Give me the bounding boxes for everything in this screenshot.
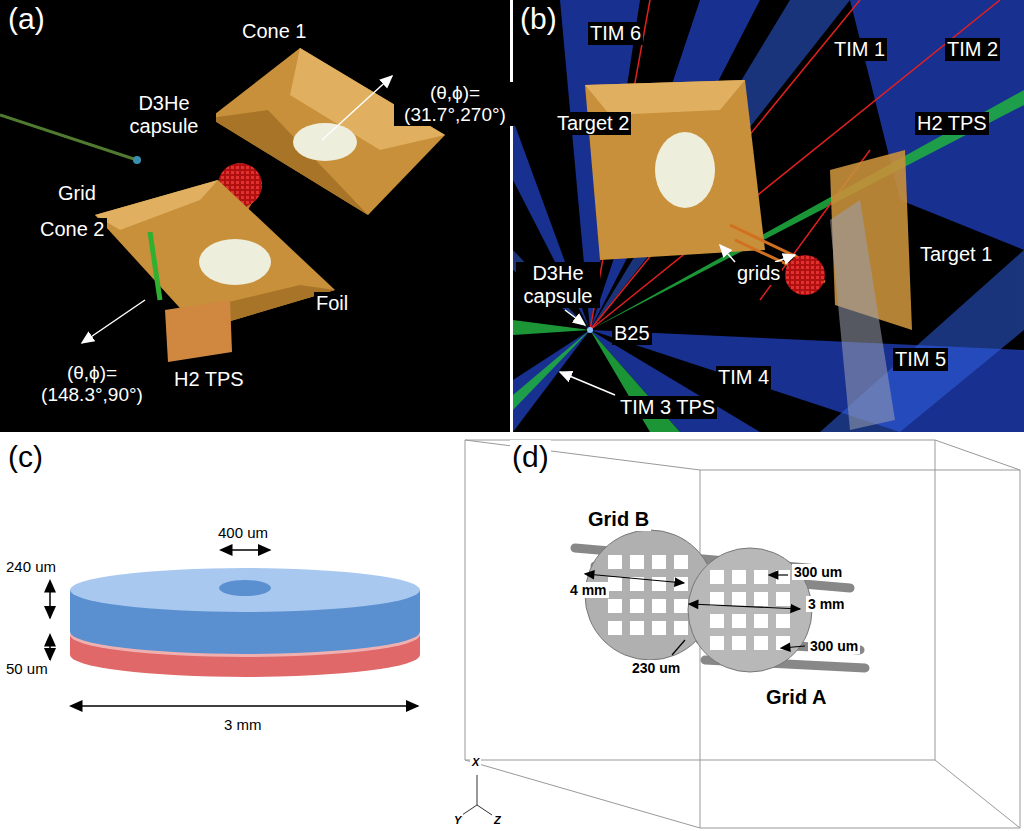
figure-label: Grid B — [586, 508, 651, 531]
figure-label: TIM 1 — [832, 38, 887, 61]
figure-label: (θ,ϕ)= (148.3°,90°) — [20, 362, 164, 406]
figure-label: 3 mm — [806, 596, 847, 612]
figure-label: 300 um — [808, 638, 860, 654]
figure-label: 300 um — [792, 564, 844, 580]
figure-label: D3He capsule — [112, 92, 216, 138]
figure-label: Y — [452, 814, 463, 827]
figure-label: Z — [492, 814, 503, 827]
figure-label: H2 TPS — [172, 368, 246, 391]
figure-label: X — [470, 756, 481, 769]
figure-label: grids — [735, 262, 782, 285]
figure-label: Target 2 — [555, 112, 631, 135]
figure-label: 4 mm — [568, 582, 609, 598]
figure-label: Grid A — [764, 686, 828, 709]
figure-label: (d) — [510, 440, 551, 475]
figure-label: (θ,ϕ)= (31.7°,270°) — [394, 82, 516, 126]
figure-label: TIM 4 — [716, 366, 771, 389]
figure-label: TIM 2 — [945, 38, 1000, 61]
figure-label: (c) — [6, 440, 45, 475]
figure-label: 50 um — [4, 660, 50, 677]
figure-label: B25 — [612, 322, 652, 345]
figure-label: Grid — [56, 182, 98, 205]
figure-label: D3He capsule — [516, 262, 600, 308]
figure-label: 230 um — [630, 660, 682, 676]
figure-label: 3 mm — [222, 716, 264, 733]
figure-label: Cone 2 — [38, 218, 107, 241]
figure-label: (a) — [6, 2, 47, 37]
figure-label: H2 TPS — [915, 112, 989, 135]
figure-label: 400 um — [216, 524, 270, 541]
figure-label: TIM 3 TPS — [618, 396, 717, 419]
figure-label: Target 1 — [918, 243, 994, 266]
figure-label: 240 um — [4, 558, 58, 575]
figure-label: TIM 6 — [588, 22, 643, 45]
figure-label: Cone 1 — [240, 20, 309, 43]
figure-label: (b) — [518, 2, 559, 37]
figure-label: TIM 5 — [893, 348, 948, 371]
figure-label: Foil — [314, 292, 350, 315]
